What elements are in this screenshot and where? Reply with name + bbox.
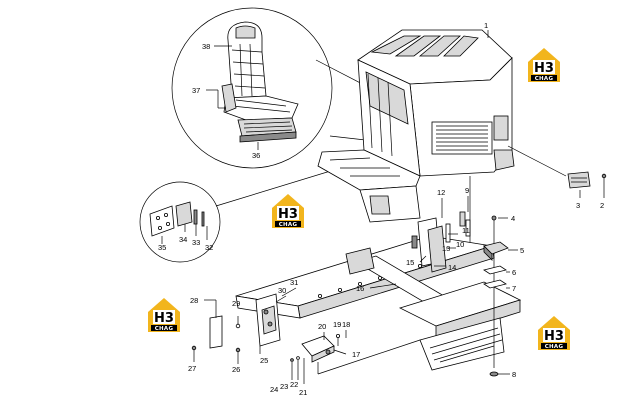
frame-step <box>419 317 505 371</box>
label-part-32: 32 <box>205 243 213 252</box>
label-part-33: 33 <box>192 238 200 247</box>
bracket-plate <box>149 205 175 237</box>
label-part-5: 5 <box>520 246 524 255</box>
bracket-spacer <box>175 201 193 227</box>
hinge-plate <box>209 315 223 349</box>
logo-mark: H3 <box>544 329 564 344</box>
cab-grille <box>431 115 509 155</box>
watermark-logo-center: H3 CHAG <box>272 194 304 228</box>
label-strip <box>567 171 591 189</box>
label-part-7: 7 <box>512 284 516 293</box>
seat-backrest <box>227 21 267 99</box>
logo-mark: H3 <box>154 311 174 326</box>
chassis-frame <box>235 235 522 371</box>
left-hinge-group <box>191 287 297 364</box>
logo-name: CHAG <box>535 76 554 82</box>
label-part-36: 36 <box>252 151 260 160</box>
label-part-1: 1 <box>484 21 488 30</box>
label-part-37: 37 <box>192 86 200 95</box>
cab-window <box>365 71 409 125</box>
label-part-15: 15 <box>406 258 414 267</box>
logo-name: CHAG <box>545 344 564 350</box>
label-part-2: 2 <box>600 201 604 210</box>
leader-16 <box>369 283 397 289</box>
seat-headrest <box>235 25 256 39</box>
label-part-38: 38 <box>202 42 210 51</box>
label-part-30: 30 <box>278 286 286 295</box>
label-part-16: 16 <box>356 284 364 293</box>
label-part-34: 34 <box>179 235 187 244</box>
label-part-28: 28 <box>190 296 198 305</box>
label-part-9: 9 <box>465 186 469 195</box>
mount-washer-b <box>483 279 507 289</box>
label-part-21: 21 <box>299 388 307 397</box>
label-strip-part <box>507 145 607 198</box>
label-part-31: 31 <box>290 278 298 287</box>
watermark-logo-left: H3 CHAG <box>148 298 180 332</box>
label-part-18: 18 <box>342 320 350 329</box>
mount-washer-a <box>483 265 507 275</box>
latch-group <box>290 330 421 384</box>
label-part-23: 23 <box>280 382 288 391</box>
label-part-35: 35 <box>158 243 166 252</box>
label-part-27: 27 <box>188 364 196 373</box>
label-part-17: 17 <box>352 350 360 359</box>
logo-name: CHAG <box>155 326 174 332</box>
label-part-6: 6 <box>512 268 516 277</box>
label-part-25: 25 <box>260 356 268 365</box>
label-part-4: 4 <box>511 214 515 223</box>
label-part-12: 12 <box>437 188 445 197</box>
mount-nut <box>489 371 499 377</box>
seat-detail-callout <box>171 7 429 169</box>
logo-mark: H3 <box>278 207 298 222</box>
label-part-29: 29 <box>232 299 240 308</box>
part-labels: 1 2 3 4 5 6 7 8 9 10 11 12 13 14 15 16 1… <box>158 21 604 397</box>
seat-armrest <box>221 83 237 113</box>
label-part-8: 8 <box>512 370 516 379</box>
label-part-24: 24 <box>270 385 278 394</box>
label-part-19: 19 <box>333 320 341 329</box>
logo-mark: H3 <box>534 61 554 76</box>
cab-mount-group <box>411 196 471 273</box>
label-part-11: 11 <box>462 226 470 235</box>
logo-name: CHAG <box>279 222 298 228</box>
right-mount-group <box>483 215 518 377</box>
label-part-10: 10 <box>456 240 464 249</box>
label-part-13: 13 <box>442 244 450 253</box>
label-part-14: 14 <box>448 263 456 272</box>
label-part-26: 26 <box>232 365 240 374</box>
seat-base-rail <box>239 131 297 143</box>
cab-step <box>493 149 515 171</box>
cab-lower-panel <box>359 185 421 223</box>
watermark-logo-top-right: H3 CHAG <box>528 48 560 82</box>
watermark-logo-bottom-right: H3 CHAG <box>538 316 570 350</box>
label-part-20: 20 <box>318 322 326 331</box>
label-part-22: 22 <box>290 380 298 389</box>
cab-assembly <box>317 29 515 244</box>
label-part-3: 3 <box>576 201 580 210</box>
bracket-detail-callout <box>139 161 361 263</box>
